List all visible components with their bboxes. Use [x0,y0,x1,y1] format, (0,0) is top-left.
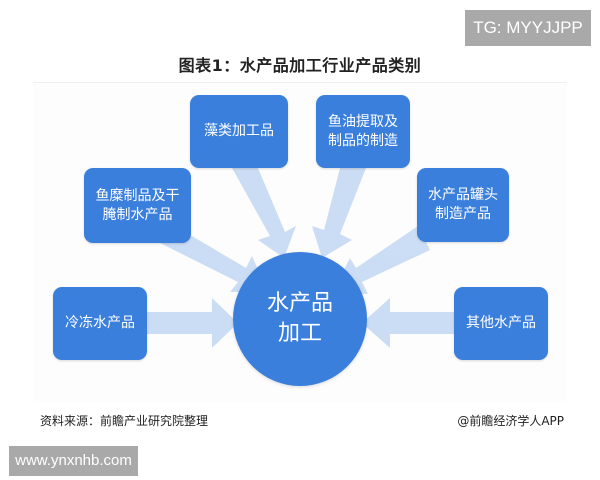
category-label: 鱼糜制品及干 [95,187,180,204]
category-box-algae: 藻类加工品 [190,95,288,168]
category-label: 水产品罐头 [428,187,498,203]
category-label: 制造产品 [435,206,491,222]
category-label: 腌制水产品 [102,206,173,223]
arrow-icon [362,298,454,348]
category-label: 冷冻水产品 [65,315,135,331]
arrow-icon [232,168,296,258]
category-label: 其他水产品 [466,315,536,331]
arrow-icon [332,226,430,294]
category-box-canned: 水产品罐头制造产品 [417,168,509,242]
arrow-icon [160,236,268,292]
watermark-url: www.ynxnhb.com [9,446,138,476]
center-hub: 水产品 加工 [233,252,367,386]
category-box-fish-oil: 鱼油提取及制品的制造 [316,95,410,168]
category-box-surimi: 鱼糜制品及干腌制水产品 [84,168,191,243]
watermark-tg: TG: MYYJJPP [465,10,591,46]
credit-note: @前瞻经济学人APP [457,414,564,428]
category-label: 藻类加工品 [204,123,274,139]
source-note: 资料来源：前瞻产业研究院整理 [40,414,209,428]
chart-title: 图表1：水产品加工行业产品类别 [178,56,422,75]
category-box-other: 其他水产品 [454,287,548,360]
category-label: 鱼油提取及 [328,113,398,130]
hub-label-line2: 加工 [277,321,322,346]
arrow-icon [312,168,366,258]
arrow-icon [147,298,238,348]
hub-label-line1: 水产品 [266,291,333,316]
category-label: 制品的制造 [328,132,398,149]
category-box-frozen: 冷冻水产品 [53,287,147,360]
